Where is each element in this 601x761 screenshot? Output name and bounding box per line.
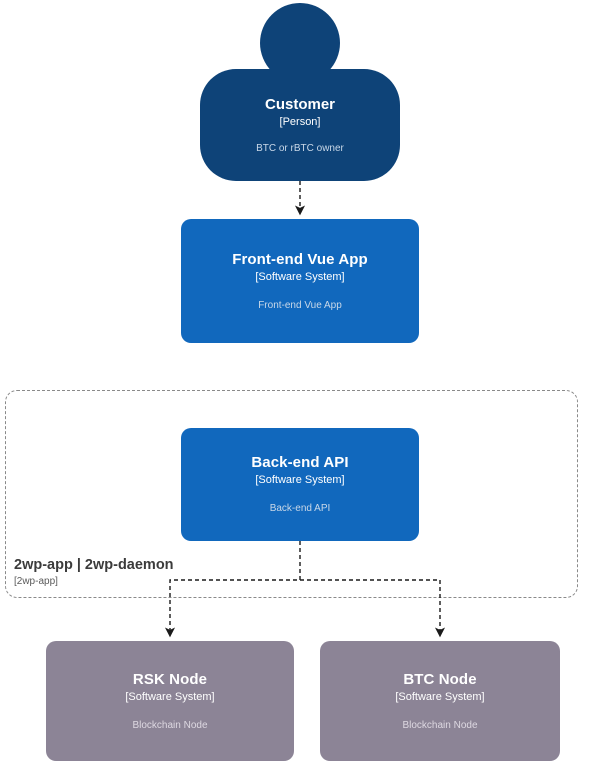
customer-type: [Person] — [279, 115, 321, 128]
boundary-name: 2wp-app | 2wp-daemon — [14, 557, 174, 573]
element-customer[interactable]: Customer [Person] BTC or rBTC owner — [200, 3, 400, 181]
btc-node-title: BTC Node — [403, 670, 477, 688]
front-end-vue-app-type: [Software System] — [255, 270, 345, 283]
element-back-end-api[interactable]: Back-end API [Software System] Back-end … — [181, 428, 419, 541]
btc-node-type: [Software System] — [395, 690, 485, 703]
element-btc-node[interactable]: BTC Node [Software System] Blockchain No… — [320, 641, 560, 761]
person-body: Customer [Person] BTC or rBTC owner — [200, 69, 400, 181]
rsk-node-type: [Software System] — [125, 690, 215, 703]
back-end-api-title: Back-end API — [251, 454, 349, 471]
element-front-end-vue-app[interactable]: Front-end Vue App [Software System] Fron… — [181, 219, 419, 343]
rsk-node-description: Blockchain Node — [132, 719, 208, 731]
btc-node-description: Blockchain Node — [402, 719, 478, 731]
front-end-vue-app-title: Front-end Vue App — [232, 250, 368, 268]
boundary-label: 2wp-app | 2wp-daemon [2wp-app] — [14, 556, 174, 588]
back-end-api-type: [Software System] — [255, 474, 345, 486]
customer-description: BTC or rBTC owner — [256, 142, 344, 154]
element-rsk-node[interactable]: RSK Node [Software System] Blockchain No… — [46, 641, 294, 761]
boundary-type: [2wp-app] — [14, 576, 58, 587]
customer-title: Customer — [264, 95, 335, 113]
front-end-vue-app-description: Front-end Vue App — [258, 299, 342, 311]
rsk-node-title: RSK Node — [132, 670, 208, 688]
back-end-api-description: Back-end API — [269, 503, 331, 514]
